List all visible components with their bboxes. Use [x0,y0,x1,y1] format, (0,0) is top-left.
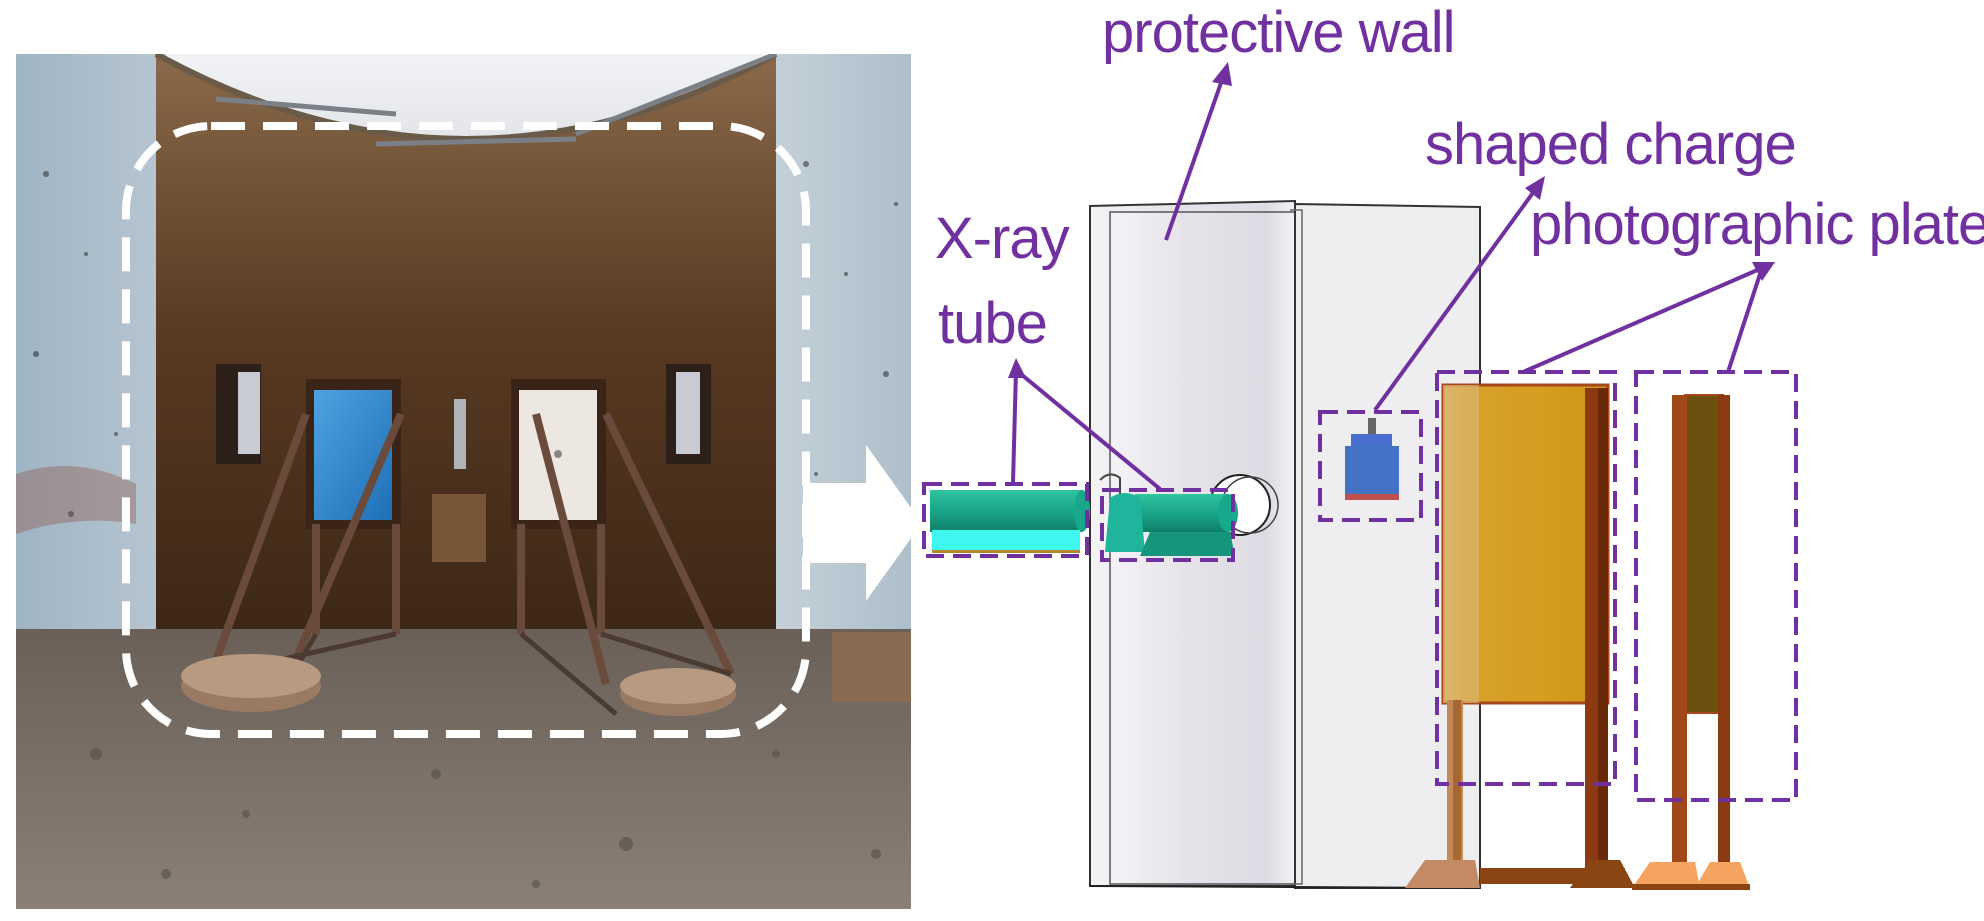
label-shaped-charge: shaped charge [1425,112,1797,177]
right-arrow-icon [803,445,922,601]
label-protective-wall: protective wall [1102,0,1455,65]
test-site-photo [16,54,911,909]
label-xray-line2: tube [938,291,1048,356]
shaped-charge [1345,418,1399,500]
shaped-charge-box [1318,410,1423,522]
label-xray-line1: X-ray [935,206,1070,271]
leader-lines [1008,62,1775,491]
label-photographic-plate: photographic plate [1530,192,1984,257]
photographic-plate-front [1405,383,1635,888]
photographic-plate-rear [1632,394,1750,890]
photo-highlight-box [122,122,810,738]
xray-tube-inner [1105,493,1238,556]
plate-box-rear [1634,370,1798,802]
xray-box-outer [922,482,1089,558]
xray-tube-outer [930,490,1090,553]
xray-box-inner [1100,488,1235,562]
